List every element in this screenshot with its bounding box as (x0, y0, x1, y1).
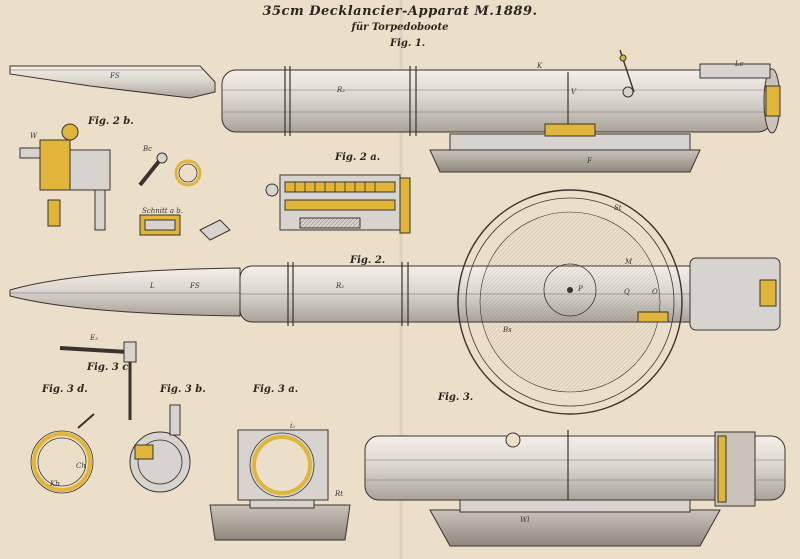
label-f: F (587, 157, 592, 165)
label-p: P (578, 285, 583, 293)
label-bs: Bs (503, 326, 512, 334)
fig3c-handle (59, 341, 137, 420)
label-o: O (652, 288, 658, 296)
label-e2: E₂ (90, 334, 98, 342)
fig3c-label: Fig. 3 c. (87, 362, 132, 373)
label-r2-fig1: R₂ (337, 86, 346, 94)
fig3d-ring (30, 413, 95, 494)
fig2a-label: Fig. 2 a. (335, 152, 381, 163)
label-bc: Bc (143, 145, 153, 153)
fig2b-label: Fig. 2 b. (88, 116, 134, 127)
label-w: W (30, 132, 38, 140)
fig2-label: Fig. 2. (350, 255, 386, 266)
label-ch: Ch (76, 462, 86, 470)
label-r2-fig2: R₂ (336, 282, 345, 290)
fig3a-end-view (209, 429, 351, 541)
label-rt: Rt (335, 490, 344, 498)
label-q: Q (624, 288, 630, 296)
fig3-side-view (364, 430, 786, 547)
plate-title: 35cm Decklancier-Apparat M.1889. (262, 4, 538, 19)
fig2a-section (265, 174, 411, 234)
fig3b-label: Fig. 3 b. (160, 384, 206, 395)
fig1-label: Fig. 1. (390, 38, 426, 49)
fig2-plan-view (9, 189, 781, 415)
fig3d-label: Fig. 3 d. (42, 384, 88, 395)
label-k: K (537, 62, 543, 70)
label-v: V (571, 88, 577, 96)
fig3-label: Fig. 3. (438, 392, 474, 403)
label-fs-fig2: FS (190, 282, 200, 290)
fig1-torpedo-tube (9, 49, 781, 173)
label-wl: Wl (520, 516, 530, 524)
label-fs-fig1: FS (110, 72, 120, 80)
label-l: L (150, 282, 155, 290)
label-i2: i₂ (290, 422, 296, 430)
fig3a-label: Fig. 3 a. (253, 384, 299, 395)
label-lc: Lc (735, 60, 744, 68)
plate-subtitle: für Torpedoboote (351, 22, 449, 33)
label-schnitt: Schnitt a b. (142, 207, 183, 215)
label-st: St (614, 204, 622, 212)
label-m: M (625, 258, 633, 266)
label-kb: Kb (50, 480, 60, 488)
fig2b-detail (19, 123, 231, 241)
fig3b-cap (129, 404, 191, 493)
